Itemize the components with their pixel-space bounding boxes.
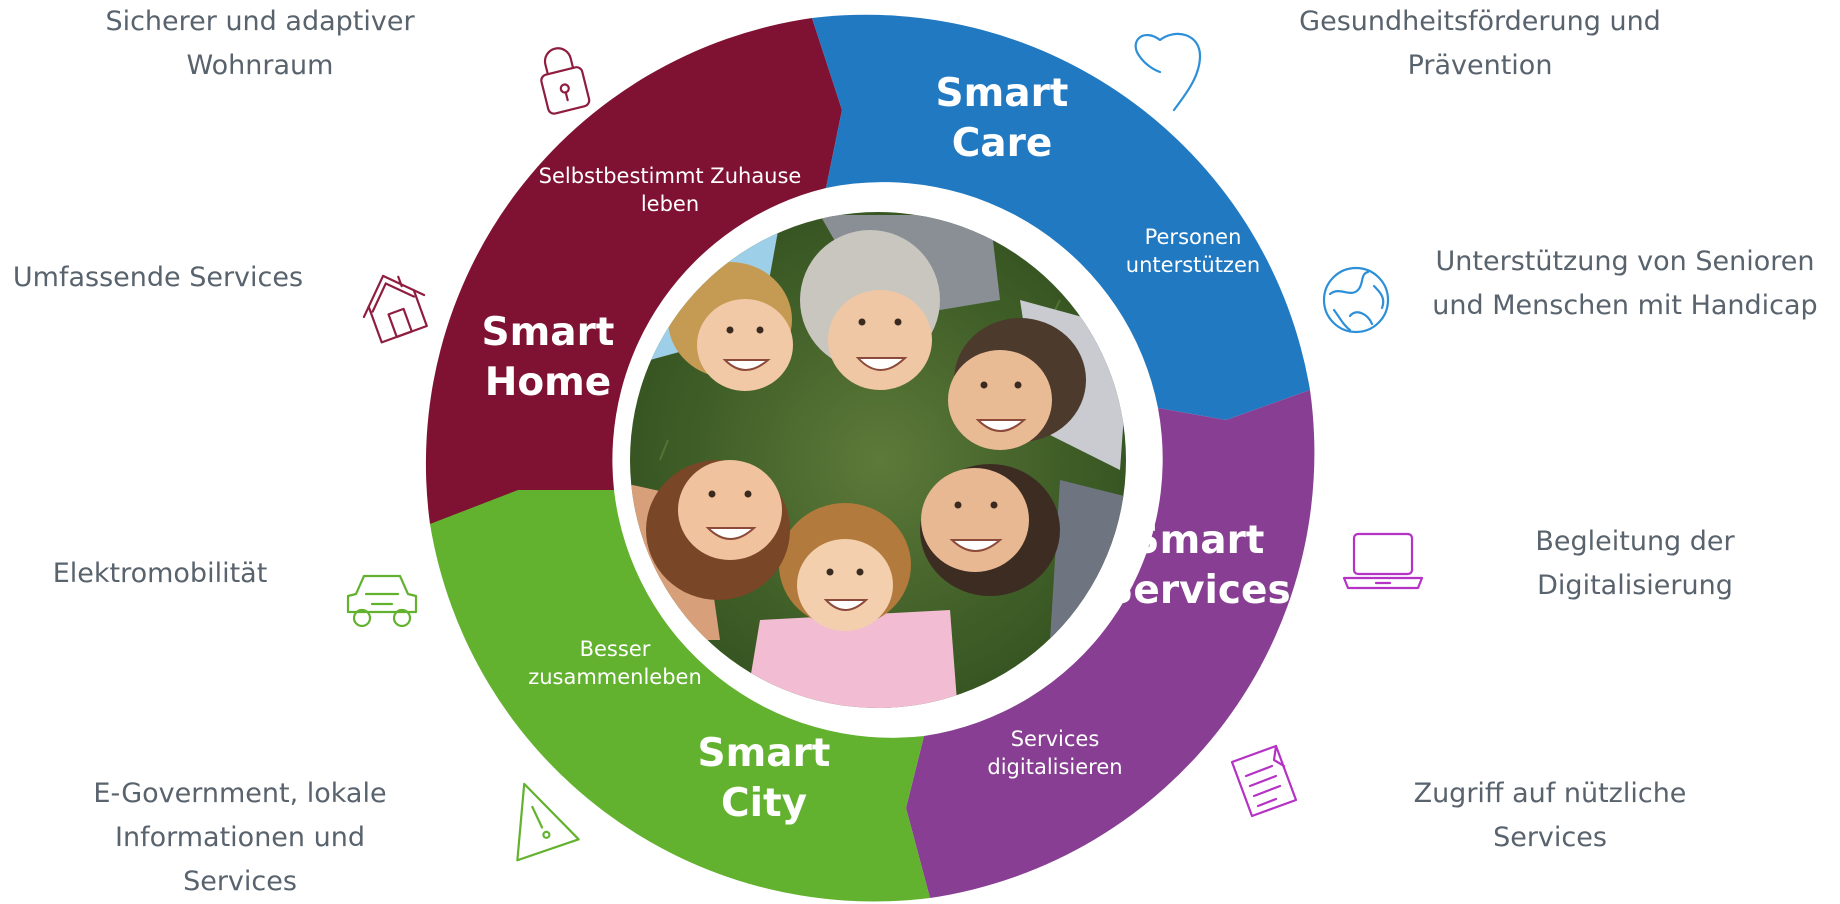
label-line: Umfassende Services bbox=[12, 262, 304, 293]
laptop-icon bbox=[1342, 532, 1424, 590]
label-zugriff-services: Zugriff auf nützliche Services bbox=[1380, 772, 1720, 860]
segment-title-smart-city: City bbox=[721, 781, 807, 826]
segment-subtitle-smart-care: unterstützen bbox=[1126, 253, 1260, 277]
segment-title-smart-care: Smart bbox=[936, 71, 1069, 116]
segment-title-smart-home: Home bbox=[485, 360, 612, 405]
segment-subtitle-smart-services: Services bbox=[1011, 727, 1100, 751]
label-begleitung-digitalisierung: Begleitung der Digitalisierung bbox=[1470, 520, 1800, 608]
segment-title-smart-care: Care bbox=[952, 121, 1053, 166]
heart-icon bbox=[1134, 32, 1202, 112]
label-line: Wohnraum bbox=[186, 50, 334, 81]
segment-title-smart-city: Smart bbox=[698, 731, 831, 776]
segment-title-smart-home: Smart bbox=[482, 310, 615, 355]
label-line: Sicherer und adaptiver bbox=[105, 6, 415, 37]
label-e-government: E-Government, lokale Informationen und S… bbox=[70, 772, 410, 904]
globe-icon bbox=[1322, 266, 1390, 334]
segment-title-smart-services: Services bbox=[1105, 568, 1290, 613]
ring-segments bbox=[425, 14, 1315, 902]
segment-subtitle-smart-services: digitalisieren bbox=[987, 755, 1122, 779]
label-unterstuetzung-senioren: Unterstützung von Senioren und Menschen … bbox=[1410, 240, 1840, 328]
label-line: Prävention bbox=[1407, 50, 1553, 81]
label-line: Begleitung der bbox=[1535, 526, 1735, 557]
segment-smart-services[interactable] bbox=[906, 390, 1315, 898]
label-line: und Menschen mit Handicap bbox=[1432, 290, 1818, 321]
segment-subtitle-smart-care: Personen bbox=[1145, 225, 1242, 249]
label-line: Elektromobilität bbox=[52, 558, 268, 589]
house-icon bbox=[362, 274, 428, 344]
segment-subtitle-smart-home: leben bbox=[641, 192, 699, 216]
label-umfassende-services: Umfassende Services bbox=[0, 256, 316, 300]
segment-smart-care[interactable] bbox=[812, 14, 1310, 420]
segment-title-smart-services: Smart bbox=[1132, 518, 1265, 563]
label-sicherer-wohnraum: Sicherer und adaptiver Wohnraum bbox=[40, 0, 480, 88]
car-icon bbox=[346, 574, 418, 628]
label-line: Digitalisierung bbox=[1537, 570, 1733, 601]
label-line: Informationen und bbox=[115, 822, 365, 853]
label-line: Unterstützung von Senioren bbox=[1435, 246, 1815, 277]
label-line: Services bbox=[1493, 822, 1607, 853]
document-icon bbox=[1230, 744, 1298, 818]
segment-smart-city[interactable] bbox=[430, 490, 930, 902]
label-elektromobilitaet: Elektromobilität bbox=[20, 552, 300, 596]
segment-subtitle-smart-city: Besser bbox=[580, 637, 651, 661]
label-gesundheitsfoerderung: Gesundheitsförderung und Prävention bbox=[1270, 0, 1690, 88]
lock-icon bbox=[540, 47, 591, 115]
label-line: E-Government, lokale bbox=[93, 778, 387, 809]
label-line: Services bbox=[183, 866, 297, 897]
segment-subtitle-smart-city: zusammenleben bbox=[528, 665, 702, 689]
label-line: Gesundheitsförderung und bbox=[1299, 6, 1661, 37]
label-line: Zugriff auf nützliche bbox=[1413, 778, 1687, 809]
segment-subtitle-smart-home: Selbstbestimmt Zuhause bbox=[539, 164, 802, 188]
segment-smart-home[interactable] bbox=[425, 18, 842, 524]
warning-icon bbox=[516, 782, 580, 862]
